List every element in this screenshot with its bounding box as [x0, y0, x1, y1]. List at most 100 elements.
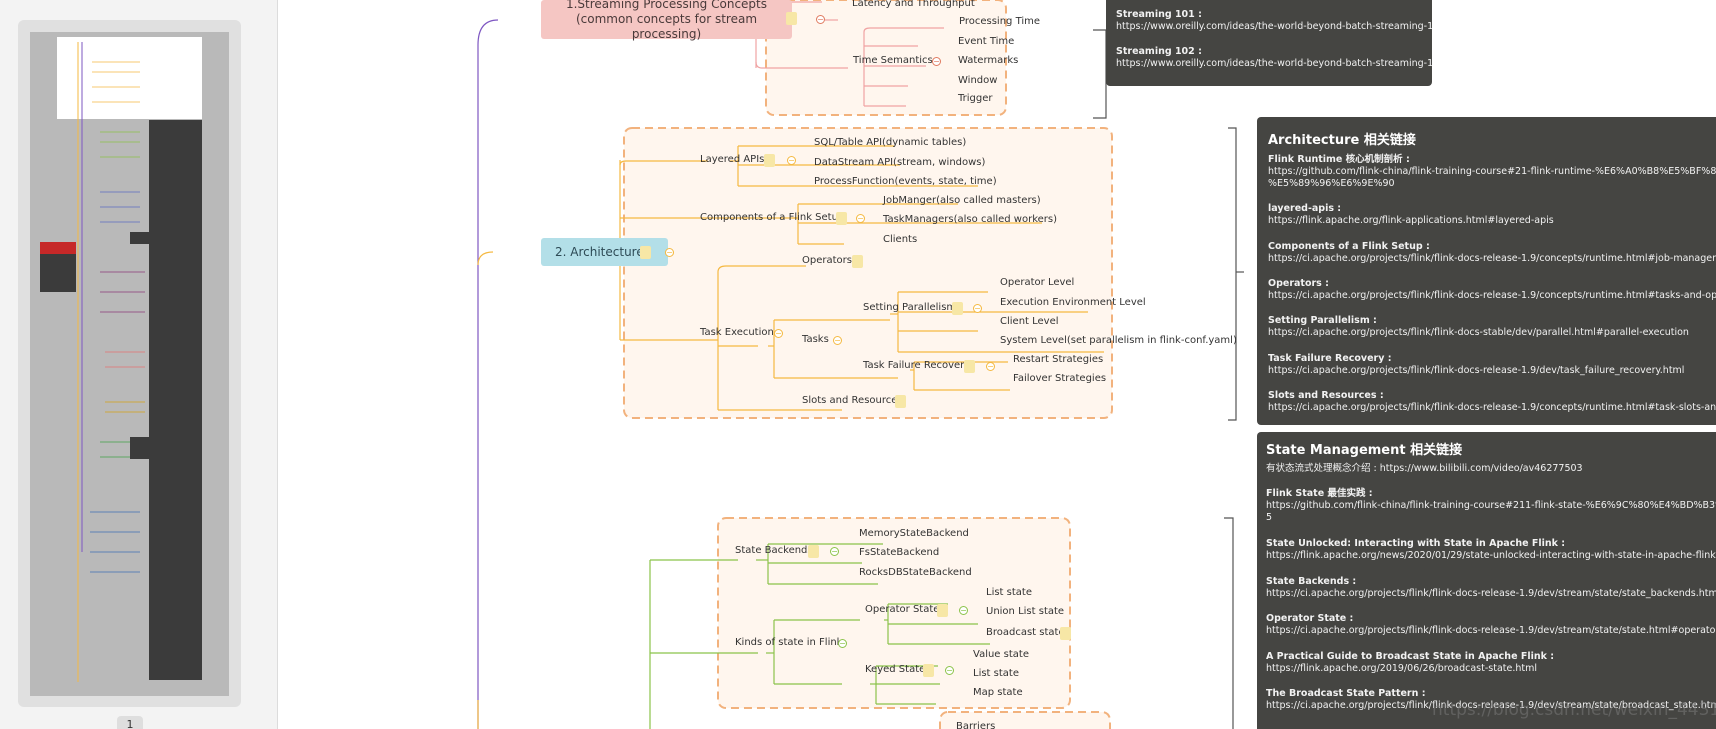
panel-line[interactable]: https://www.oreilly.com/ideas/the-world-… — [1116, 58, 1432, 69]
node-broadcast-state[interactable]: Broadcast state — [986, 627, 1065, 638]
node-operator-level[interactable]: Operator Level — [1000, 277, 1075, 288]
node-jobmanager[interactable]: JobManger(also called masters) — [883, 195, 1041, 206]
node-keyed-list-state[interactable]: List state — [973, 668, 1019, 679]
node-trigger[interactable]: Trigger — [958, 93, 993, 104]
node-value-state[interactable]: Value state — [973, 649, 1029, 660]
node-slots-resources[interactable]: Slots and Resources — [802, 395, 903, 406]
note-icon[interactable] — [964, 360, 975, 373]
collapse-toggle-icon[interactable]: − — [932, 57, 941, 66]
panel-line[interactable]: 有状态流式处理概念介绍 : https://www.bilibili.com/v… — [1266, 463, 1583, 474]
node-window[interactable]: Window — [958, 75, 998, 86]
node-components-flink-setup[interactable]: Components of a Flink Setup — [700, 212, 845, 223]
panel-line: The Broadcast State Pattern : — [1266, 688, 1426, 699]
node-state-backends[interactable]: State Backends — [735, 545, 813, 556]
note-icon[interactable] — [808, 545, 819, 558]
mindmap-connectors — [477, 0, 1244, 729]
panel-line[interactable]: https://github.com/flink-china/flink-tra… — [1268, 166, 1716, 177]
panel-line[interactable]: https://www.oreilly.com/ideas/the-world-… — [1116, 21, 1432, 32]
node-watermarks[interactable]: Watermarks — [958, 55, 1019, 66]
node-clients[interactable]: Clients — [883, 234, 918, 245]
panel-line[interactable]: https://ci.apache.org/projects/flink/fli… — [1268, 327, 1689, 338]
node-time-semantics[interactable]: Time Semantics — [853, 55, 933, 66]
topic-streaming-concepts[interactable]: 1.Streaming Processing Concepts (common … — [541, 0, 792, 41]
collapse-toggle-icon[interactable]: − — [774, 329, 783, 338]
node-sql-table-api[interactable]: SQL/Table API(dynamic tables) — [814, 137, 967, 148]
panel-line[interactable]: https://ci.apache.org/projects/flink/fli… — [1268, 290, 1716, 301]
collapse-toggle-icon[interactable]: − — [945, 666, 954, 675]
collapse-toggle-icon[interactable]: − — [787, 156, 796, 165]
node-rocksdb-state-backend[interactable]: RocksDBStateBackend — [859, 567, 972, 578]
collapse-toggle-icon[interactable]: − — [856, 214, 865, 223]
mindmap-canvas[interactable]: 1.Streaming Processing Concepts (common … — [278, 0, 1716, 729]
node-operators[interactable]: Operators — [802, 255, 852, 266]
node-failover-strategies[interactable]: Failover Strategies — [1013, 373, 1107, 384]
note-icon[interactable] — [640, 246, 651, 259]
state-links-panel[interactable]: State Management 相关链接 有状态流式处理概念介绍 : http… — [1257, 432, 1716, 729]
node-processfunction[interactable]: ProcessFunction(events, state, time) — [814, 176, 997, 187]
node-restart-strategies[interactable]: Restart Strategies — [1013, 354, 1104, 365]
panel-line: Flink Runtime 核心机制剖析 : — [1268, 154, 1410, 165]
node-tasks[interactable]: Tasks — [802, 334, 829, 345]
panel-line[interactable]: https://github.com/flink-china/flink-tra… — [1266, 500, 1716, 511]
note-icon[interactable] — [786, 12, 797, 25]
node-operator-state[interactable]: Operator State — [865, 604, 940, 615]
node-fs-state-backend[interactable]: FsStateBackend — [859, 547, 940, 558]
panel-line[interactable]: https://flink.apache.org/news/2020/01/29… — [1266, 550, 1716, 561]
node-task-failure-recovery[interactable]: Task Failure Recovery — [863, 360, 971, 371]
architecture-links-panel[interactable]: Architecture 相关链接 Flink Runtime 核心机制剖析 :… — [1257, 117, 1716, 425]
streaming-links-panel[interactable]: Streaming 101 : https://www.oreilly.com/… — [1106, 0, 1432, 86]
node-setting-parallelism[interactable]: Setting Parallelism — [863, 302, 957, 313]
panel-line: Setting Parallelism : — [1268, 315, 1377, 326]
node-latency-throughput[interactable]: Latency and Throughput — [852, 0, 975, 9]
panel-line[interactable]: %E5%89%96%E6%9E%90 — [1268, 178, 1395, 189]
note-icon[interactable] — [937, 604, 948, 617]
panel-line[interactable]: https://flink.apache.org/2019/06/26/broa… — [1266, 663, 1538, 674]
panel-line[interactable]: 5 — [1266, 512, 1273, 523]
note-icon[interactable] — [852, 255, 863, 268]
collapse-toggle-icon[interactable]: − — [665, 248, 674, 257]
collapse-toggle-icon[interactable]: − — [838, 639, 847, 648]
node-map-state[interactable]: Map state — [973, 687, 1023, 698]
note-icon[interactable] — [923, 664, 934, 677]
panel-line[interactable]: https://ci.apache.org/projects/flink/fli… — [1268, 402, 1716, 413]
collapse-toggle-icon[interactable]: − — [959, 606, 968, 615]
panel-title: State Management 相关链接 — [1266, 443, 1463, 458]
node-union-list-state[interactable]: Union List state — [986, 606, 1065, 617]
node-keyed-state[interactable]: Keyed State — [865, 664, 926, 675]
node-memory-state-backend[interactable]: MemoryStateBackend — [859, 528, 969, 539]
note-icon[interactable] — [895, 395, 906, 408]
node-kinds-of-state[interactable]: Kinds of state in Flink — [735, 637, 843, 648]
collapse-toggle-icon[interactable]: − — [973, 304, 982, 313]
collapse-toggle-icon[interactable]: − — [986, 362, 995, 371]
note-icon[interactable] — [764, 154, 775, 167]
panel-line[interactable]: https://flink.apache.org/flink-applicati… — [1268, 215, 1554, 226]
panel-line[interactable]: https://ci.apache.org/projects/flink/fli… — [1266, 625, 1716, 636]
node-task-execution[interactable]: Task Execution — [700, 327, 774, 338]
node-barriers[interactable]: Barriers — [956, 721, 996, 729]
note-icon[interactable] — [952, 302, 963, 315]
page-thumbnail[interactable] — [30, 32, 229, 696]
collapse-toggle-icon[interactable]: − — [833, 336, 842, 345]
panel-line: Operator State : — [1266, 613, 1354, 624]
node-datastream-api[interactable]: DataStream API(stream, windows) — [814, 157, 986, 168]
panel-line[interactable]: https://ci.apache.org/projects/flink/fli… — [1266, 588, 1716, 599]
node-list-state[interactable]: List state — [986, 587, 1032, 598]
node-system-level[interactable]: System Level(set parallelism in flink-co… — [1000, 335, 1237, 346]
thumbnail-sidebar: 1 — [0, 0, 278, 729]
note-icon[interactable] — [1060, 627, 1071, 640]
collapse-toggle-icon[interactable]: − — [816, 15, 825, 24]
node-client-level[interactable]: Client Level — [1000, 316, 1059, 327]
panel-line[interactable]: https://ci.apache.org/projects/flink/fli… — [1268, 253, 1716, 264]
note-icon[interactable] — [836, 212, 847, 225]
node-exec-env-level[interactable]: Execution Environment Level — [1000, 297, 1146, 308]
node-processing-time[interactable]: Processing Time — [959, 16, 1041, 27]
node-event-time[interactable]: Event Time — [958, 36, 1015, 47]
page-number-badge[interactable]: 1 — [117, 716, 143, 729]
panel-line: State Unlocked: Interacting with State i… — [1266, 538, 1566, 549]
node-layered-apis[interactable]: Layered APIs — [700, 154, 765, 165]
panel-line[interactable]: https://ci.apache.org/projects/flink/fli… — [1268, 365, 1685, 376]
panel-line: layered-apis : — [1268, 203, 1342, 214]
node-taskmanagers[interactable]: TaskManagers(also called workers) — [883, 214, 1058, 225]
panel-line[interactable]: https://ci.apache.org/projects/flink/fli… — [1266, 700, 1716, 711]
collapse-toggle-icon[interactable]: − — [830, 547, 839, 556]
